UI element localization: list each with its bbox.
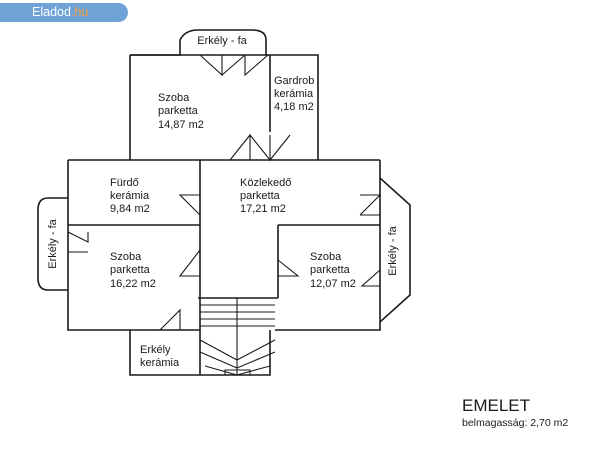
- label-balcony-right: Erkély - fa: [387, 225, 399, 275]
- label-balcony-bottom-name: Erkély: [140, 344, 171, 356]
- site-badge[interactable]: Eladod.hu: [0, 3, 128, 22]
- label-room1-name: Szoba: [158, 92, 190, 104]
- label-room3-area: 12,07 m2: [310, 278, 356, 290]
- label-balcony-left: Erkély - fa: [47, 218, 59, 268]
- balcony-top-outline: [130, 29, 267, 56]
- balcony-right-outline: [379, 177, 411, 323]
- label-corridor-floor: parketta: [240, 190, 281, 202]
- label-balcony-bottom-floor: kerámia: [140, 357, 180, 369]
- label-bathroom-area: 9,84 m2: [110, 203, 150, 215]
- label-room1-area: 14,87 m2: [158, 119, 204, 131]
- balcony-left-outline: [37, 197, 68, 291]
- legend-height: belmagasság: 2,70 m2: [462, 417, 568, 429]
- label-balcony-top: Erkély - fa: [197, 35, 247, 47]
- label-room3-name: Szoba: [310, 251, 342, 263]
- right-outer-wall: [275, 160, 381, 331]
- label-room2-floor: parketta: [110, 264, 151, 276]
- label-room1-floor: parketta: [158, 105, 199, 117]
- label-room2-area: 16,22 m2: [110, 278, 156, 290]
- door-swings: [67, 54, 382, 331]
- label-room3-floor: parketta: [310, 264, 351, 276]
- left-outer-wall: [67, 160, 200, 331]
- staircase: [199, 297, 276, 376]
- balcony-bottom-outline: [129, 330, 271, 376]
- label-room2-name: Szoba: [110, 251, 142, 263]
- top-rooms-wall: [129, 54, 319, 160]
- label-wardrobe-area: 4,18 m2: [274, 101, 314, 113]
- label-corridor-area: 17,21 m2: [240, 203, 286, 215]
- left-inner-wall: [68, 160, 201, 375]
- label-corridor-name: Közlekedő: [240, 177, 291, 189]
- label-bathroom-name: Fürdő: [110, 177, 139, 189]
- legend-title: EMELET: [462, 396, 530, 415]
- site-tld: .hu: [70, 5, 89, 19]
- label-bathroom-floor: kerámia: [110, 190, 150, 202]
- site-brand: Eladod: [32, 5, 71, 19]
- label-wardrobe-floor: kerámia: [274, 88, 314, 100]
- label-wardrobe-name: Gardrob: [274, 75, 314, 87]
